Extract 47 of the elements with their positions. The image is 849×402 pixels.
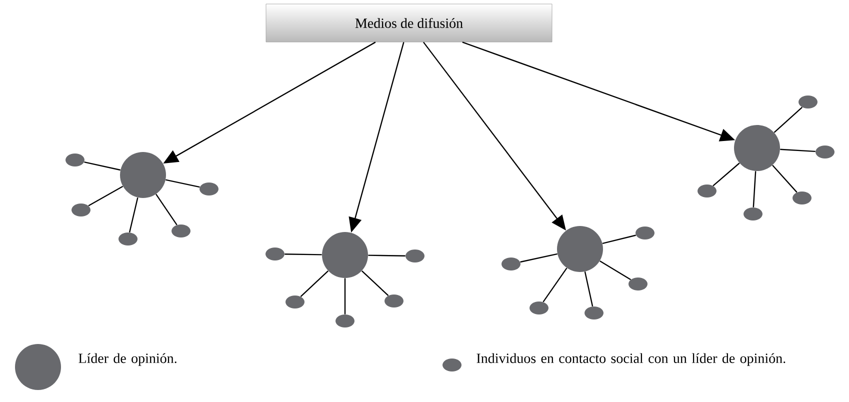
- connector-line: [712, 162, 740, 186]
- leader-circle: [322, 232, 368, 278]
- leader-circle: [734, 125, 780, 171]
- connector-line: [88, 186, 124, 206]
- connector-line: [344, 278, 346, 314]
- legend-text: Individuos en contacto social con un líder de opinión.: [476, 353, 786, 366]
- individual-dot: [336, 314, 354, 328]
- individual-dot: [636, 226, 654, 240]
- individual-dot: [502, 258, 520, 270]
- individual-dot: [118, 232, 138, 246]
- individual-dot: [266, 248, 284, 260]
- connector-line: [584, 272, 594, 306]
- individual-dot: [66, 154, 84, 166]
- individual-dot: [200, 182, 218, 196]
- individual-dot: [698, 184, 716, 198]
- connector-line: [166, 179, 200, 188]
- connector-line: [520, 253, 558, 263]
- connector-line: [368, 254, 406, 256]
- connector-line: [300, 270, 329, 298]
- connector-line: [542, 268, 568, 302]
- individual-dot: [798, 96, 818, 108]
- connector-line: [752, 171, 756, 208]
- connector-line: [128, 197, 138, 233]
- individual-dot: [172, 224, 190, 238]
- individual-dot: [584, 306, 604, 320]
- leader-circle: [557, 226, 603, 272]
- individual-dot: [72, 204, 90, 216]
- connector-line: [780, 148, 816, 152]
- individual-dot: [792, 192, 812, 204]
- individual-dot: [628, 278, 648, 290]
- individual-dot: [384, 294, 404, 308]
- connector-line: [772, 164, 798, 193]
- connector-line: [84, 161, 120, 171]
- connector-line: [362, 270, 389, 296]
- connector-line: [774, 106, 803, 133]
- connector-line: [602, 234, 636, 244]
- leader-circle: [120, 152, 166, 198]
- individual-dot: [406, 250, 424, 262]
- connector-line: [600, 260, 632, 280]
- connector-line: [284, 254, 322, 256]
- media-box: Medios de difusión: [266, 4, 552, 42]
- individual-dot: [744, 208, 762, 220]
- legend-text: Líder de opinión.: [78, 353, 176, 366]
- individual-dot: [530, 302, 548, 314]
- connector-line: [156, 194, 178, 226]
- individual-dot: [816, 146, 834, 158]
- individual-dot: [286, 296, 304, 308]
